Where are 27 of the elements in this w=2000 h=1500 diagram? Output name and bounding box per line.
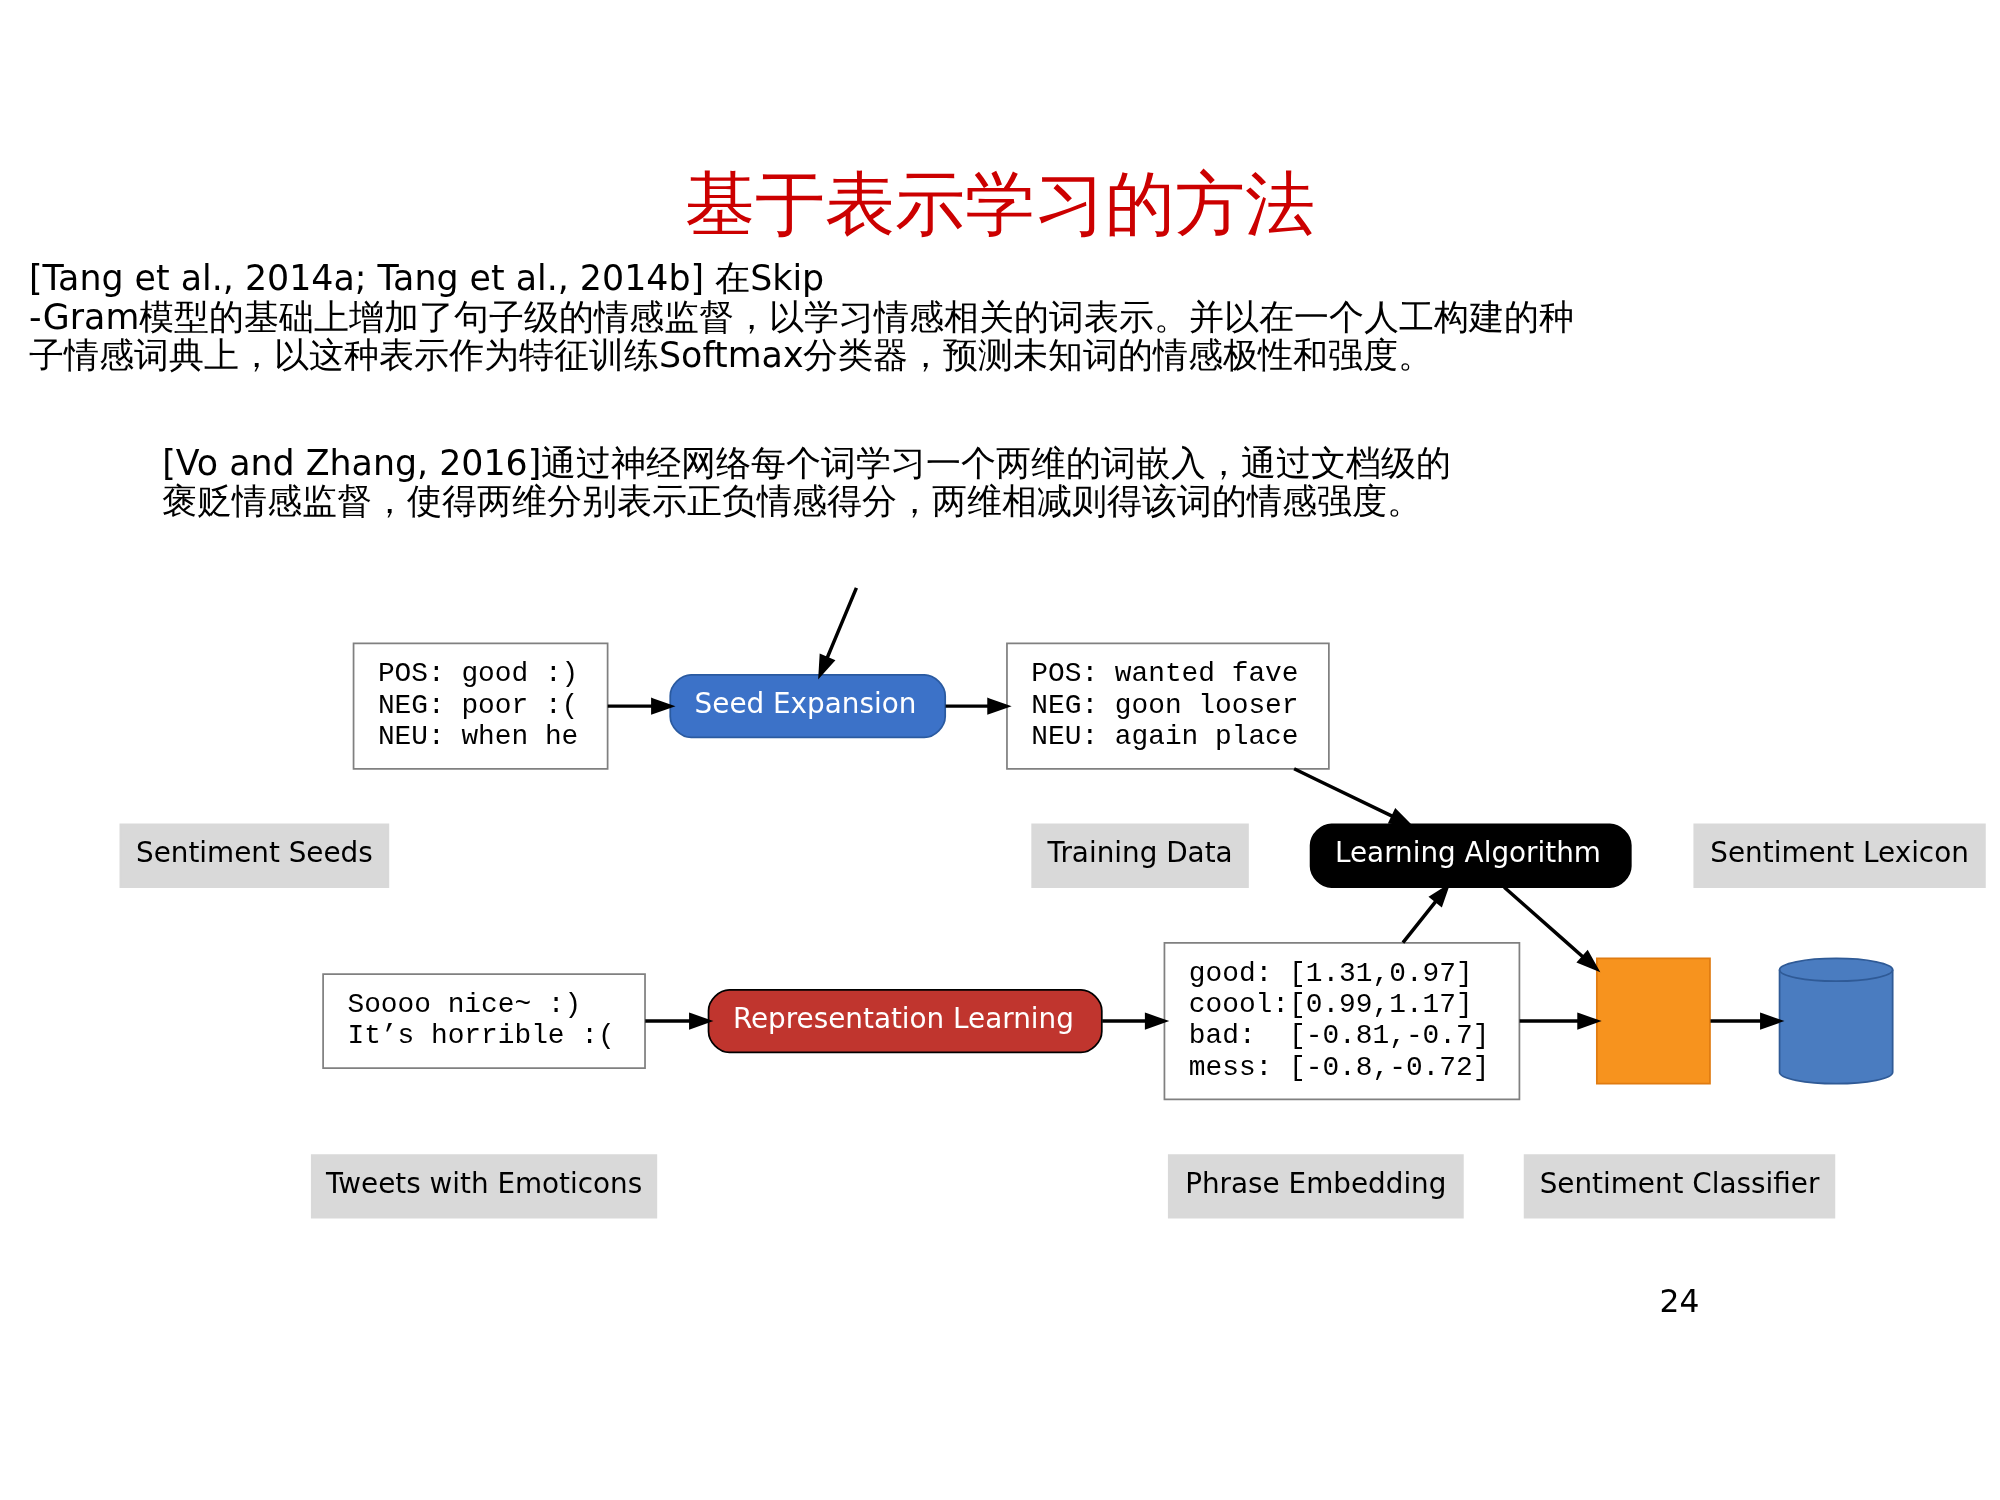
arrow — [1503, 885, 1601, 972]
diagram-title: 基于表示学习的方法 — [685, 162, 1315, 244]
arrow — [1293, 766, 1414, 826]
node-label: Training Data — [1047, 835, 1233, 869]
node-box: Learning Algorithm — [1309, 823, 1632, 888]
label: [Tang et al., 2014a; Tang et al., 2014b] 在Skip-Gram模型的基础上增加了句子级的情感监督，以学习情感相关的词表示。并以在一个人工构建的种子情感词典上，以这种表示作为特征训练Softmax分类器，预测未知词的情感极性和强度。 — [29, 257, 1575, 375]
label: 24 — [1659, 1282, 1700, 1319]
node-label: Phrase Embedding — [1185, 1166, 1447, 1200]
node-label: Sentiment Lexicon — [1710, 835, 1969, 869]
arrow — [607, 697, 676, 715]
node-label: Sentiment Classifier — [1539, 1166, 1820, 1200]
node-box — [1596, 957, 1711, 1085]
label: [Vo and Zhang, 2016]通过神经网络每个词学习一个两维的词嵌入，通过文档级的褒贬情感监督，使得两维分别表示正负情感得分，两维相减则得该词的情感强度。 — [162, 442, 1452, 521]
node-box: POS: wanted fave NEG: goon looser NEU: again place — [1006, 642, 1330, 770]
arrow — [945, 697, 1012, 715]
arrow — [1710, 1012, 1785, 1030]
node-box: Seed Expansion — [669, 673, 947, 738]
arrow — [1519, 1012, 1602, 1030]
node-box: POS: good :) NEG: poor :( NEU: when he — [352, 642, 609, 770]
arrow — [1102, 1012, 1170, 1030]
arrow — [645, 1012, 714, 1030]
node-label: Tweets with Emoticons — [325, 1166, 643, 1200]
node-box: Representation Learning — [707, 988, 1103, 1053]
arrow — [818, 586, 858, 679]
node-label: Sentiment Seeds — [135, 835, 373, 869]
node-box: Soooo nice~ :) It’s horrible :( — [322, 972, 646, 1069]
node-box: good: [1.31,0.97] coool:[0.99,1.17] bad: [-0.81,-0.7] mess: [-0.8,-0.72] — [1163, 941, 1521, 1100]
